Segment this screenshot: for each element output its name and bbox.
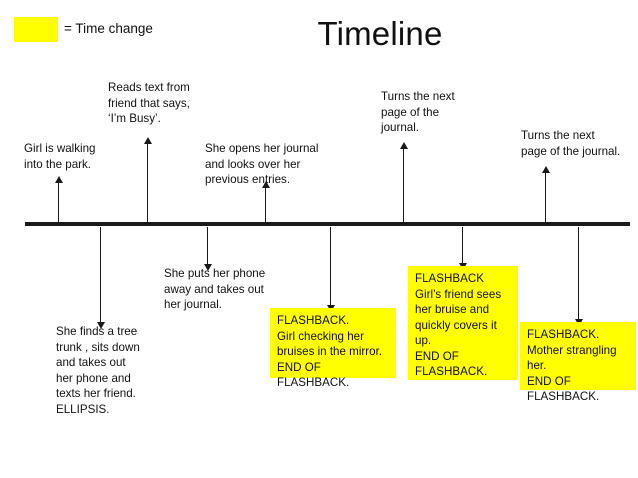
arrowhead-up-icon <box>143 137 152 144</box>
page-title: Timeline <box>317 15 443 52</box>
arrowhead-up-icon <box>399 142 408 149</box>
event-opens-journal-label: She opens her journal and looks over her… <box>205 142 319 186</box>
event-finds-tree-trunk-connector <box>96 227 105 329</box>
legend-color-swatch <box>14 17 58 42</box>
flashback-friend-covers-bruise-box: FLASHBACK Girl’s friend sees her bruise … <box>408 266 518 380</box>
flashback-mother-strangling-box: FLASHBACK. Mother strangling her. END OF… <box>520 322 636 403</box>
event-turns-page-1-label: Turns the next page of the journal. <box>381 90 455 134</box>
flashback-mirror-bruises-box: FLASHBACK. Girl checking her bruises in … <box>270 308 396 389</box>
event-puts-phone-away-label: She puts her phone away and takes out he… <box>164 267 266 311</box>
flashback-friend-covers-bruise-connector <box>458 227 467 270</box>
event-girl-walking-label: Girl is walking into the park. <box>24 142 96 171</box>
legend-label: = Time change <box>64 21 153 36</box>
flashback-mother-strangling-connector <box>574 227 583 326</box>
event-puts-phone-away-connector <box>203 227 212 271</box>
arrowhead-up-icon <box>54 176 63 183</box>
event-turns-page-2-connector <box>541 166 550 223</box>
event-turns-page-1-connector <box>399 142 408 223</box>
arrowhead-down-icon <box>203 264 212 271</box>
event-finds-tree-trunk-label: She finds a tree trunk , sits down and t… <box>56 325 140 416</box>
event-girl-walking-connector <box>54 176 63 223</box>
event-opens-journal-connector <box>261 181 270 223</box>
arrowhead-up-icon <box>541 166 550 173</box>
event-reads-text-label: Reads text from friend that says, ‘I’m B… <box>108 81 190 125</box>
event-turns-page-2-label: Turns the next page of the journal. <box>521 129 621 158</box>
arrowhead-down-icon <box>96 322 105 329</box>
arrowhead-up-icon <box>261 181 270 188</box>
timeline-axis <box>25 222 630 226</box>
flashback-mirror-bruises-connector <box>326 227 335 312</box>
event-reads-text-connector <box>143 137 152 223</box>
